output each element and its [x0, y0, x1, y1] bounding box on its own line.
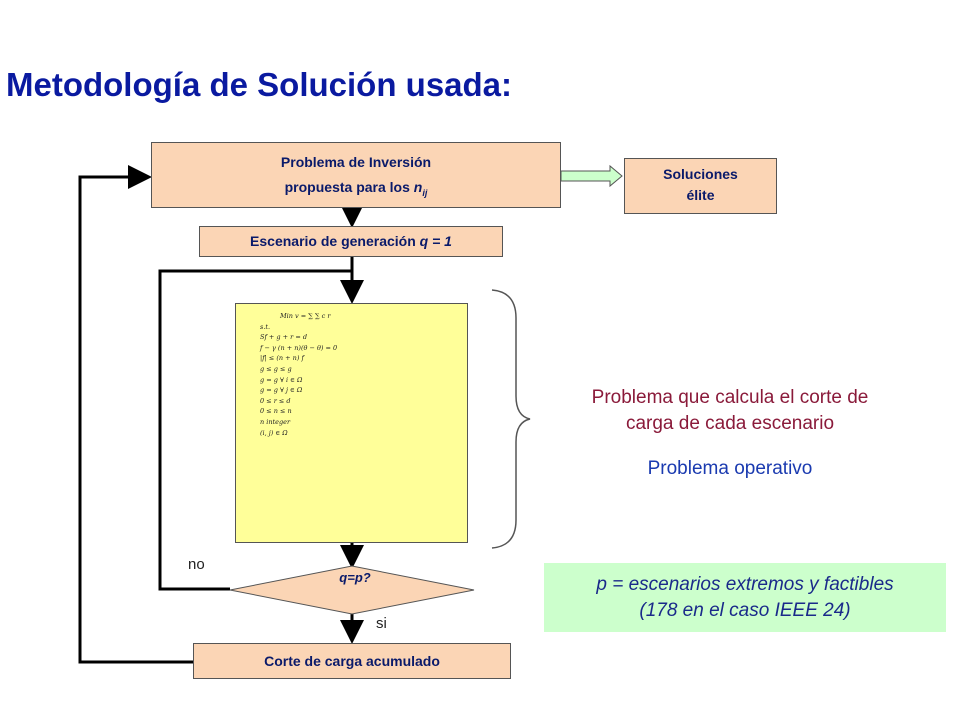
feedback-loop-outer — [78, 165, 193, 664]
formula-line: (i, j) ∈ Ω — [260, 428, 288, 437]
formula-line: f − γ (n + n)(θ − θ) = 0 — [260, 343, 338, 352]
si-label: si — [376, 615, 387, 632]
inversion-line-1: Problema de Inversión — [280, 154, 432, 170]
elite-line-2: élite — [686, 187, 715, 203]
formula-line: Sf + g + r = d — [260, 333, 308, 342]
accumulated-load-cut-box: Corte de carga acumulado — [193, 643, 511, 679]
formula-line: g = g ∀ i ∈ Ω — [260, 375, 303, 384]
inversion-problem-box: Problema de Inversión propuesta para los… — [151, 142, 561, 208]
arrow-to-elite — [560, 164, 623, 188]
formula-line: s.t. — [260, 322, 271, 331]
decision-diamond — [229, 565, 475, 615]
formula-line: n integer — [260, 417, 291, 426]
formula-line: |f| ≤ (n + n) f — [260, 354, 304, 363]
formula-line: 0 ≤ n ≤ n — [260, 407, 292, 416]
inversion-line-2: propuesta para los nij — [284, 179, 428, 198]
curly-brace — [491, 289, 531, 549]
scenario-generation-box: Escenario de generación q = 1 — [199, 226, 503, 257]
problem-description: Problema que calcula el corte de carga d… — [591, 387, 869, 434]
elite-line-1: Soluciones — [663, 166, 738, 182]
formula-line: 0 ≤ r ≤ d — [260, 396, 291, 405]
elite-solutions-box: Soluciones élite — [624, 158, 777, 214]
decision-label: q=p? — [339, 570, 371, 585]
no-label: no — [188, 556, 205, 573]
formula-line: g = g ∀ j ∈ Ω — [260, 386, 303, 395]
operative-problem-label: Problema operativo — [647, 458, 813, 479]
page-title: Metodología de Solución usada: — [6, 66, 513, 103]
formula-line: g ≤ g ≤ g — [260, 364, 292, 373]
feedback-loop-no — [158, 269, 364, 591]
p-definition-note: p = escenarios extremos y factibles (178… — [544, 563, 946, 632]
formula-line: Min v = ∑ ∑ c r — [280, 312, 331, 320]
